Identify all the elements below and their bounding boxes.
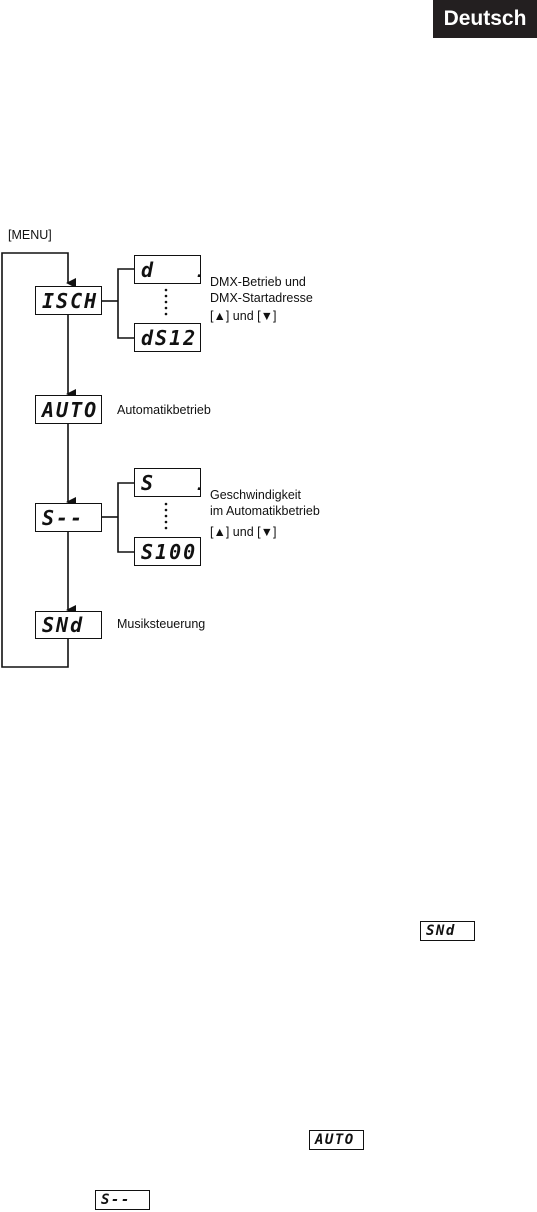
display-auto: AUTO: [35, 395, 102, 424]
speed-dot: [164, 508, 168, 512]
label-speed-line1: Geschwindigkeit: [210, 488, 302, 502]
language-tab: Deutsch: [433, 0, 537, 38]
display-speed-last: S100: [134, 537, 201, 566]
display-dmx-first: d 1: [134, 255, 201, 284]
inline-display-sound: SNd: [420, 921, 475, 941]
dmx-dot: [164, 288, 168, 292]
speed-branch-bracket: [117, 482, 134, 553]
dmx-dot: [164, 306, 168, 310]
label-speed-keys: [▲] und [▼]: [210, 525, 277, 539]
inline-display-auto: AUTO: [309, 1130, 364, 1150]
display-dmx-last: dS12: [134, 323, 201, 352]
speed-dot: [164, 520, 168, 524]
speed-dot: [164, 526, 168, 530]
dmx-dot: [164, 312, 168, 316]
speed-dot: [164, 502, 168, 506]
display-speed: S--: [35, 503, 102, 532]
loop-line: [1, 252, 76, 668]
inline-display-speed: S--: [95, 1190, 150, 1210]
label-speed-line2: im Automatikbetrieb: [210, 504, 320, 518]
display-ch-mode: ISCH: [35, 286, 102, 315]
menu-key-label: [MENU]: [8, 228, 52, 242]
speed-dot: [164, 514, 168, 518]
display-speed-first: S 1: [134, 468, 201, 497]
dmx-dot: [164, 294, 168, 298]
label-sound: Musiksteuerung: [117, 617, 206, 631]
dmx-dot: [164, 300, 168, 304]
label-dmx-line1: DMX-Betrieb und: [210, 275, 306, 289]
display-sound: SNd: [35, 611, 102, 639]
label-dmx-keys: [▲] und [▼]: [210, 309, 277, 323]
dmx-branch-bracket: [117, 268, 134, 339]
label-auto: Automatikbetrieb: [117, 403, 211, 417]
label-dmx-line2: DMX-Startadresse: [210, 291, 313, 305]
